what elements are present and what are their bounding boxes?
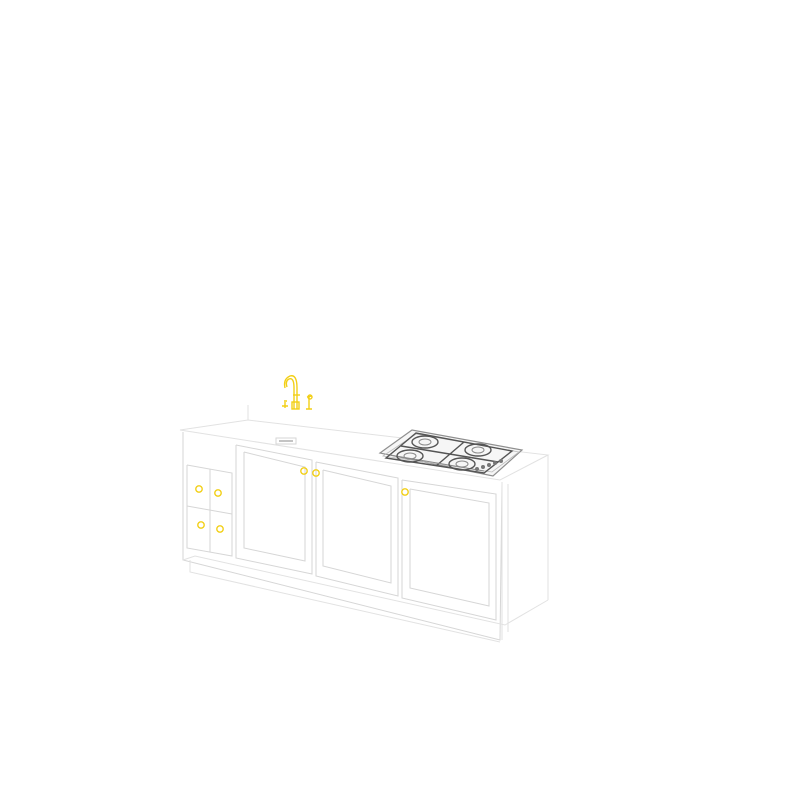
knob-icon (216, 525, 224, 533)
burner-icon (448, 457, 476, 471)
knob-icon (195, 485, 203, 493)
sink-drain-plate (275, 437, 297, 445)
knob-icon (197, 521, 205, 529)
kitchen-island-cabinet (179, 405, 550, 643)
burner-icon (396, 449, 424, 463)
burner-icon (464, 443, 492, 457)
cabinet-knobs (195, 467, 409, 533)
kitchen-faucet (282, 375, 313, 410)
gas-cooktop (378, 429, 524, 477)
knob-icon (401, 488, 409, 496)
hob-knobs (475, 459, 503, 471)
knob-icon (312, 469, 320, 477)
burner-icon (411, 435, 439, 449)
knob-icon (214, 489, 222, 497)
knob-icon (300, 467, 308, 475)
